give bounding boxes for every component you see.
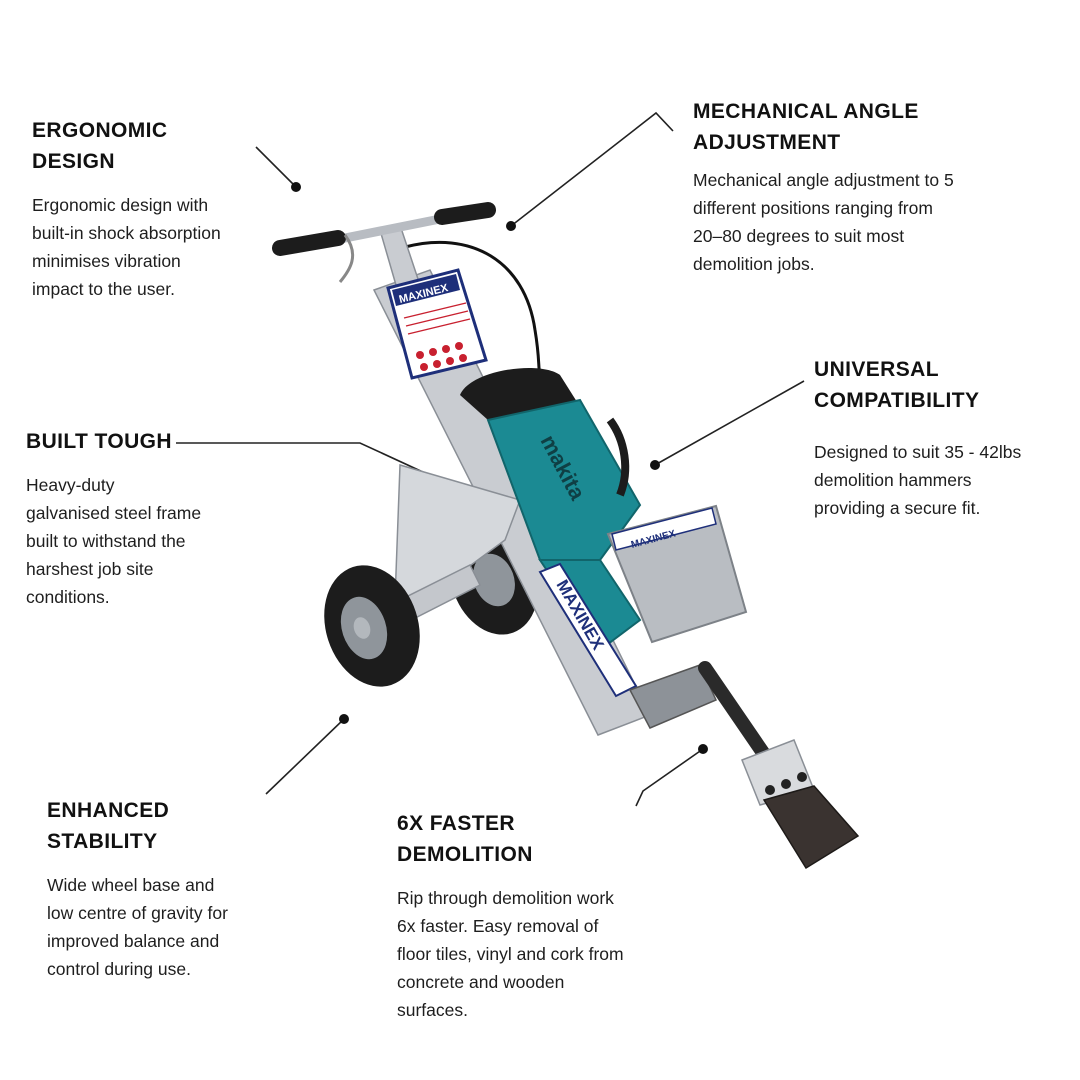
callout-enhanced-stability: ENHANCED STABILITY Wide wheel base and l… (47, 795, 267, 983)
callout-faster-demolition: 6X FASTER DEMOLITION Rip through demolit… (397, 808, 657, 1024)
universal-title: UNIVERSAL COMPATIBILITY (814, 358, 980, 412)
mechanical-title: MECHANICAL ANGLE ADJUSTMENT (693, 100, 919, 154)
callout-ergonomic-design: ERGONOMIC DESIGN Ergonomic design with b… (32, 115, 252, 303)
leader-universal (654, 380, 805, 466)
leader-ergonomic (255, 146, 297, 188)
ergonomic-description: Ergonomic design with built-in shock abs… (32, 195, 221, 299)
front-wheel (324, 565, 420, 687)
faster-description: Rip through demolition work 6x faster. E… (397, 888, 624, 1020)
instruction-panel: MAXINEX (386, 268, 488, 380)
universal-description: Designed to suit 35 - 42lbs demolition h… (814, 442, 1022, 518)
mounting-plate: MAXINEX (606, 504, 748, 644)
chisel-blade (698, 661, 860, 870)
leader-mechanical (510, 111, 674, 227)
leader-stability (265, 718, 345, 795)
stability-description: Wide wheel base and low centre of gravit… (47, 875, 228, 979)
mechanical-description: Mechanical angle adjustment to 5 differe… (693, 170, 954, 274)
callout-mechanical-angle: MECHANICAL ANGLE ADJUSTMENT Mechanical a… (693, 96, 1023, 278)
faster-title: 6X FASTER DEMOLITION (397, 812, 533, 866)
builttough-description: Heavy-duty galvanised steel frame built … (26, 475, 202, 607)
builttough-title: BUILT TOUGH (26, 430, 172, 453)
stability-title: ENHANCED STABILITY (47, 799, 170, 853)
base-plate (628, 664, 718, 729)
ergonomic-title: ERGONOMIC DESIGN (32, 119, 168, 173)
power-cord (404, 240, 542, 374)
callout-built-tough: BUILT TOUGH Heavy-duty galvanised steel … (26, 426, 226, 611)
leader-faster (635, 748, 704, 807)
callout-universal-compatibility: UNIVERSAL COMPATIBILITY Designed to suit… (814, 354, 1064, 522)
